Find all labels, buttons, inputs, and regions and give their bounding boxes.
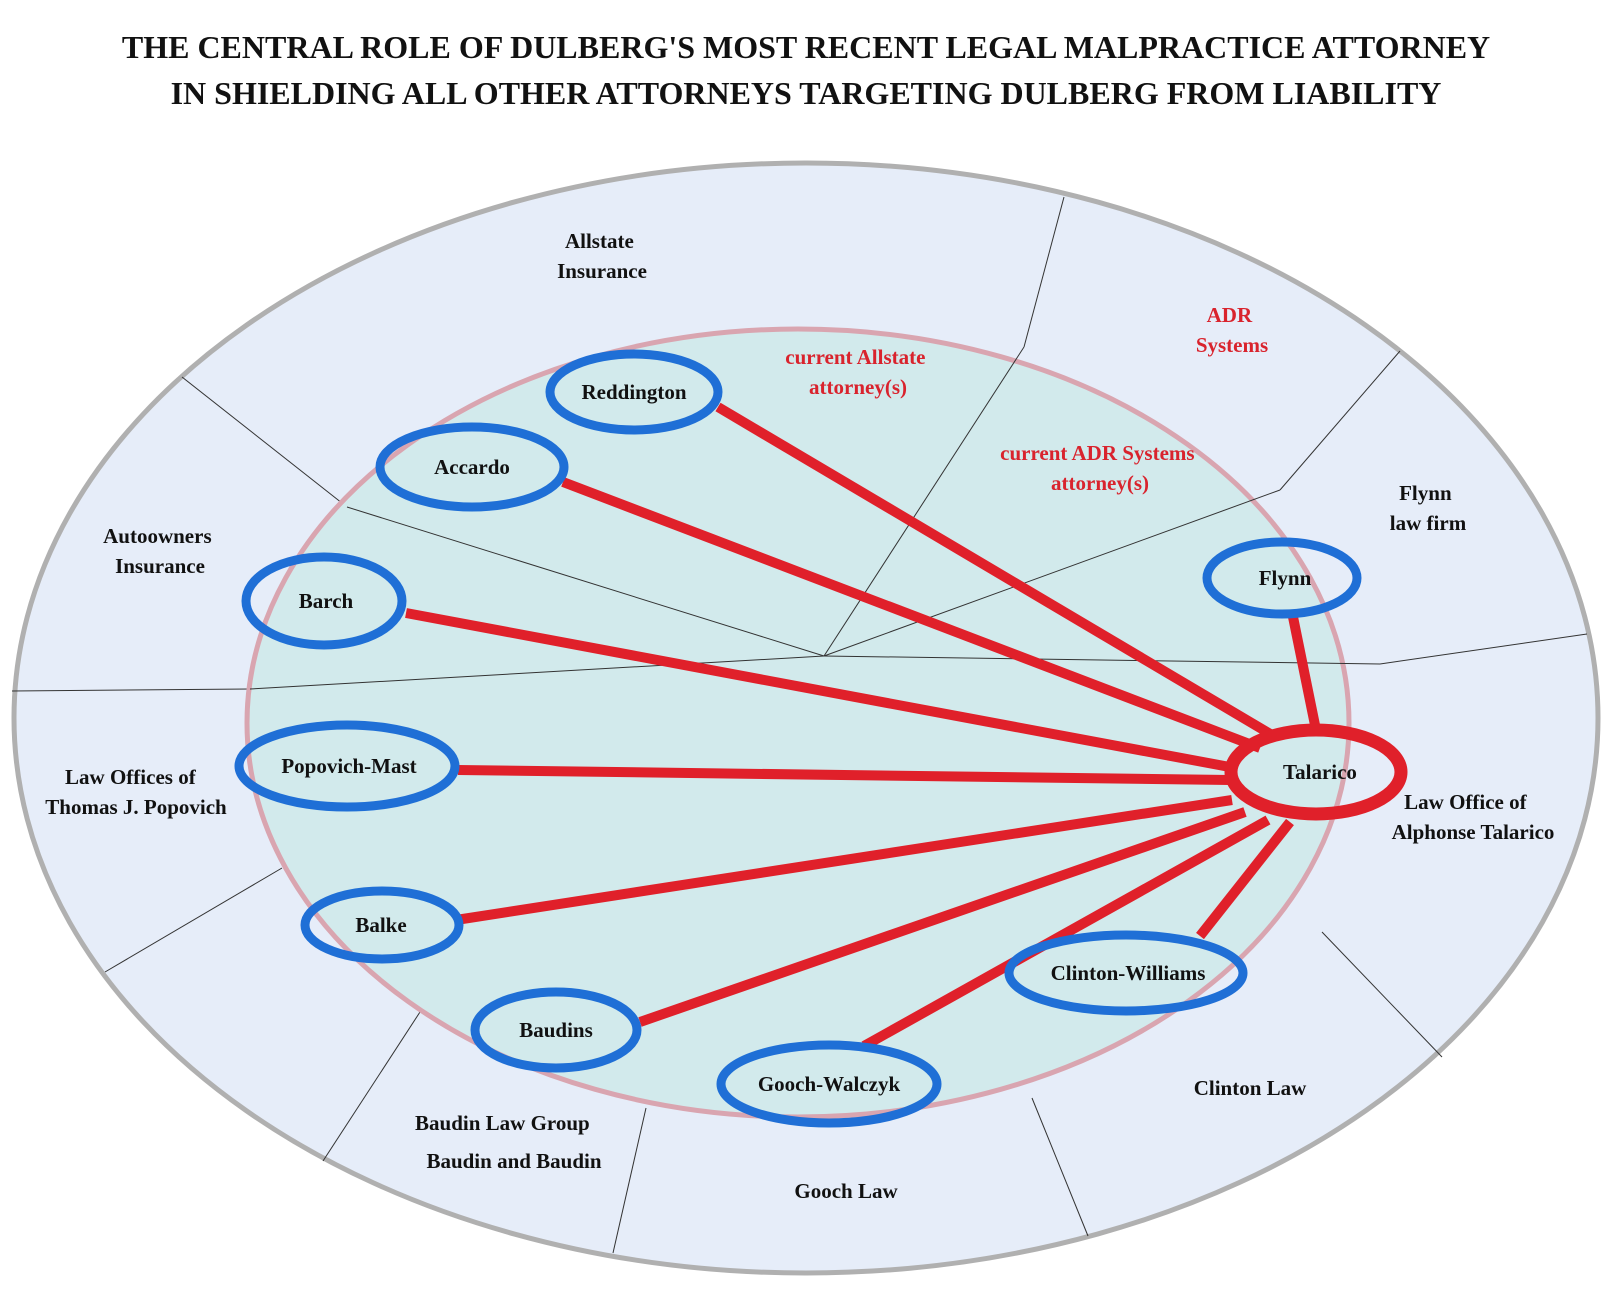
- node-accardo-ring[interactable]: [375, 422, 569, 512]
- node-baudins-label: Baudins: [519, 1018, 593, 1042]
- node-flynn-label: Flynn: [1259, 566, 1312, 590]
- node-reddington[interactable]: Reddington: [545, 349, 723, 435]
- node-popovich-mast-ring[interactable]: [234, 720, 460, 812]
- node-popovich-mast-label: Popovich-Mast: [281, 754, 416, 778]
- inner-label-allstate-line-1: current Allstate: [785, 345, 925, 369]
- inner-divider-allstate-autoowners: [346, 506, 825, 657]
- inner-divider-allstate-adr: [823, 346, 1025, 657]
- node-reddington-ring[interactable]: [545, 349, 723, 435]
- inner-divider-adr-flynn: [823, 489, 1281, 657]
- inner-label-allstate-line-2: attorney(s): [809, 375, 907, 399]
- node-flynn-ring[interactable]: [1202, 537, 1362, 619]
- divider-adr-flynn: [1279, 350, 1401, 491]
- inner-labels: current Allstate attorney(s) current ADR…: [785, 345, 1200, 495]
- organization-labels: Allstate Insurance ADR Systems Flynn law…: [45, 229, 1554, 1203]
- link-barch-talarico: [405, 608, 1236, 773]
- org-allstate-line-2: Insurance: [557, 259, 647, 283]
- org-popovich-line-2: Thomas J. Popovich: [45, 795, 227, 819]
- org-allstate-line-1: Allstate: [565, 229, 634, 253]
- node-accardo[interactable]: Accardo: [375, 422, 569, 512]
- inner-label-allstate: current Allstate attorney(s): [785, 345, 930, 399]
- org-adr: ADR Systems: [1196, 303, 1268, 357]
- org-talarico: Law Office of Alphonse Talarico: [1392, 790, 1555, 844]
- org-flynn-line-1: Flynn: [1399, 481, 1452, 505]
- node-talarico-label: Talarico: [1283, 760, 1357, 784]
- link-gooch-walczyk-talarico: [861, 815, 1271, 1051]
- node-popovich-mast[interactable]: Popovich-Mast: [234, 720, 460, 812]
- divider-autoowners-popovich: [11, 688, 251, 692]
- inner-dividers: [249, 346, 1381, 690]
- node-balke-label: Balke: [355, 913, 406, 937]
- link-baudins-talarico: [638, 807, 1247, 1027]
- org-adr-line-2: Systems: [1196, 333, 1268, 357]
- node-gooch-walczyk-ring[interactable]: [716, 1040, 942, 1128]
- org-baudin-line-2: Baudin and Baudin: [426, 1149, 601, 1173]
- divider-flynn-talarico: [1379, 633, 1588, 665]
- node-clinton-williams-ring[interactable]: [1004, 930, 1248, 1016]
- node-gooch-walczyk-label: Gooch-Walczyk: [758, 1072, 901, 1096]
- node-barch-label: Barch: [299, 589, 354, 613]
- org-popovich: Law Offices of Thomas J. Popovich: [45, 765, 227, 819]
- org-autoowners-line-2: Insurance: [115, 554, 205, 578]
- node-balke[interactable]: Balke: [300, 886, 464, 964]
- node-baudins-ring[interactable]: [470, 987, 642, 1073]
- link-balke-talarico: [455, 795, 1233, 925]
- inner-label-adr-line-1: current ADR Systems: [1000, 441, 1194, 465]
- node-flynn[interactable]: Flynn: [1202, 537, 1362, 619]
- node-clinton-williams[interactable]: Clinton-Williams: [1004, 930, 1248, 1016]
- link-reddington-talarico: [715, 402, 1275, 740]
- title-line-2: IN SHIELDING ALL OTHER ATTORNEYS TARGETI…: [171, 75, 1442, 111]
- node-talarico-hub[interactable]: Talarico: [1224, 723, 1408, 821]
- node-barch[interactable]: Barch: [241, 552, 407, 650]
- org-baudin-line-1: Baudin Law Group: [415, 1111, 590, 1135]
- divider-gooch-baudin: [612, 1107, 647, 1254]
- org-allstate: Allstate Insurance: [557, 229, 647, 283]
- inner-label-adr: current ADR Systems attorney(s): [1000, 441, 1200, 495]
- attorney-nodes: Reddington Accardo Barch Popovich-Mast B…: [234, 349, 1408, 1128]
- attorney-links: [405, 402, 1321, 1051]
- divider-talarico-clinton: [1321, 931, 1443, 1058]
- title-line-1: THE CENTRAL ROLE OF DULBERG'S MOST RECEN…: [122, 29, 1490, 65]
- node-baudins[interactable]: Baudins: [470, 987, 642, 1073]
- divider-popovich-lower: [104, 867, 283, 973]
- org-baudin: Baudin Law Group Baudin and Baudin: [415, 1111, 602, 1173]
- node-clinton-williams-label: Clinton-Williams: [1051, 961, 1206, 985]
- link-clinton-williams-talarico: [1196, 818, 1294, 940]
- node-reddington-label: Reddington: [581, 380, 686, 404]
- divider-clinton-gooch: [1031, 1097, 1089, 1237]
- link-flynn-talarico: [1287, 611, 1321, 731]
- org-autoowners: Autoowners Insurance: [103, 524, 217, 578]
- org-flynn: Flynn law firm: [1390, 481, 1467, 535]
- inner-label-adr-line-2: attorney(s): [1051, 471, 1149, 495]
- org-adr-line-1: ADR: [1207, 303, 1253, 327]
- sector-dividers: [11, 196, 1588, 1254]
- org-talarico-line-1: Law Office of: [1404, 790, 1527, 814]
- node-accardo-label: Accardo: [434, 455, 510, 479]
- link-accardo-talarico: [561, 477, 1262, 753]
- org-flynn-line-2: law firm: [1390, 511, 1467, 535]
- org-gooch: Gooch Law: [794, 1179, 898, 1203]
- divider-allstate-autoowners: [181, 376, 348, 508]
- node-balke-ring[interactable]: [300, 886, 464, 964]
- org-talarico-line-2: Alphonse Talarico: [1392, 820, 1555, 844]
- inner-divider-flynn-talarico: [823, 655, 1381, 665]
- divider-allstate-adr: [1023, 196, 1065, 348]
- org-autoowners-line-1: Autoowners: [103, 524, 212, 548]
- link-popovich-mast-talarico: [457, 765, 1231, 785]
- node-gooch-walczyk[interactable]: Gooch-Walczyk: [716, 1040, 942, 1128]
- org-clinton: Clinton Law: [1194, 1076, 1307, 1100]
- node-barch-ring[interactable]: [241, 552, 407, 650]
- inner-divider-autoowners: [249, 655, 825, 690]
- divider-baudin-popovich: [322, 1011, 421, 1162]
- node-talarico-ring[interactable]: [1224, 723, 1408, 821]
- org-popovich-line-1: Law Offices of: [65, 765, 197, 789]
